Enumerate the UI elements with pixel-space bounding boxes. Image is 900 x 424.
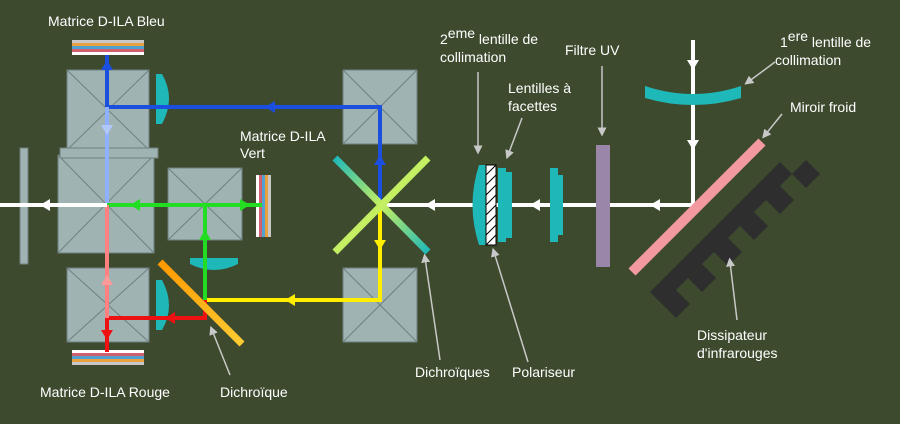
red-field-lens: [156, 280, 169, 330]
label-first-lens-line2: collimation: [775, 52, 841, 68]
label-uv-filter: Filtre UV: [565, 42, 620, 58]
label-facets-line1: Lentilles à: [508, 80, 571, 96]
label-second-lens-line1: 2eme lentille de: [440, 25, 538, 47]
arrow-left-icon: [285, 294, 295, 306]
arrow-left-icon: [130, 199, 140, 211]
arrow-left-icon: [425, 199, 435, 211]
arrow-left-icon: [265, 101, 275, 113]
label-heat-sink-line2: d'infrarouges: [697, 345, 778, 361]
label-matrix-red: Matrice D-ILA Rouge: [40, 384, 170, 400]
dichroic-plate-b: [332, 155, 431, 255]
arrow-down-icon: [374, 240, 386, 250]
pointer-heat-sink: [726, 257, 738, 321]
arrow-down-icon: [687, 140, 699, 150]
pointer-dichroiques: [421, 253, 441, 361]
green-field-lens: [190, 258, 238, 270]
pointer-polariseur: [491, 247, 529, 363]
yellow-beam: [205, 205, 382, 302]
pointer-first-lens: [744, 61, 776, 85]
label-heat-sink-line1: Dissipateur: [697, 327, 767, 343]
arrow-left-icon: [165, 312, 175, 324]
polarizer: [485, 164, 497, 246]
arrow-up-icon: [101, 275, 113, 285]
label-cold-mirror: Miroir froid: [790, 99, 856, 115]
label-second-lens-line2: collimation: [440, 49, 506, 65]
label-matrix-green-line2: Vert: [240, 145, 265, 161]
arrow-down-icon: [101, 125, 113, 135]
label-matrix-green-line1: Matrice D-ILA: [240, 128, 326, 144]
facet-lens-a-edge: [506, 172, 512, 238]
arrow-left-icon: [530, 199, 540, 211]
label-facets-line2: facettes: [508, 98, 557, 114]
second-collimation-lens: [472, 165, 486, 245]
arrow-left-icon: [650, 199, 660, 211]
cold-mirror: [628, 138, 766, 276]
label-polariseur: Polariseur: [512, 364, 575, 380]
blue-matrix: [72, 40, 144, 55]
pointer-facets: [505, 117, 523, 160]
arrow-down-icon: [687, 60, 699, 70]
arrow-right-icon: [240, 199, 250, 211]
single-dichroic-plate: [157, 259, 245, 347]
label-dichroiques: Dichroïques: [415, 364, 490, 380]
arrow-left-icon: [40, 199, 50, 211]
arrow-up-icon: [101, 60, 113, 70]
pointer-cold-mirror: [762, 113, 783, 139]
arrow-up-icon: [199, 230, 211, 240]
pointer-dichroique: [209, 325, 231, 376]
arrow-down-icon: [101, 330, 113, 340]
facet-lens-b-edge: [558, 175, 563, 235]
label-dichroique: Dichroïque: [220, 384, 288, 400]
infrared-heat-sink: [650, 160, 820, 318]
red-matrix: [72, 350, 144, 365]
facet-lens-a: [498, 168, 506, 242]
uv-filter: [596, 145, 610, 267]
arrow-up-icon: [374, 155, 386, 165]
facet-lens-b: [550, 168, 558, 242]
label-first-lens-line1: 1ere lentille de: [780, 28, 871, 50]
blue-field-lens: [156, 74, 169, 124]
first-collimation-lens: [645, 86, 741, 105]
label-matrix-blue: Matrice D-ILA Bleu: [48, 13, 165, 29]
